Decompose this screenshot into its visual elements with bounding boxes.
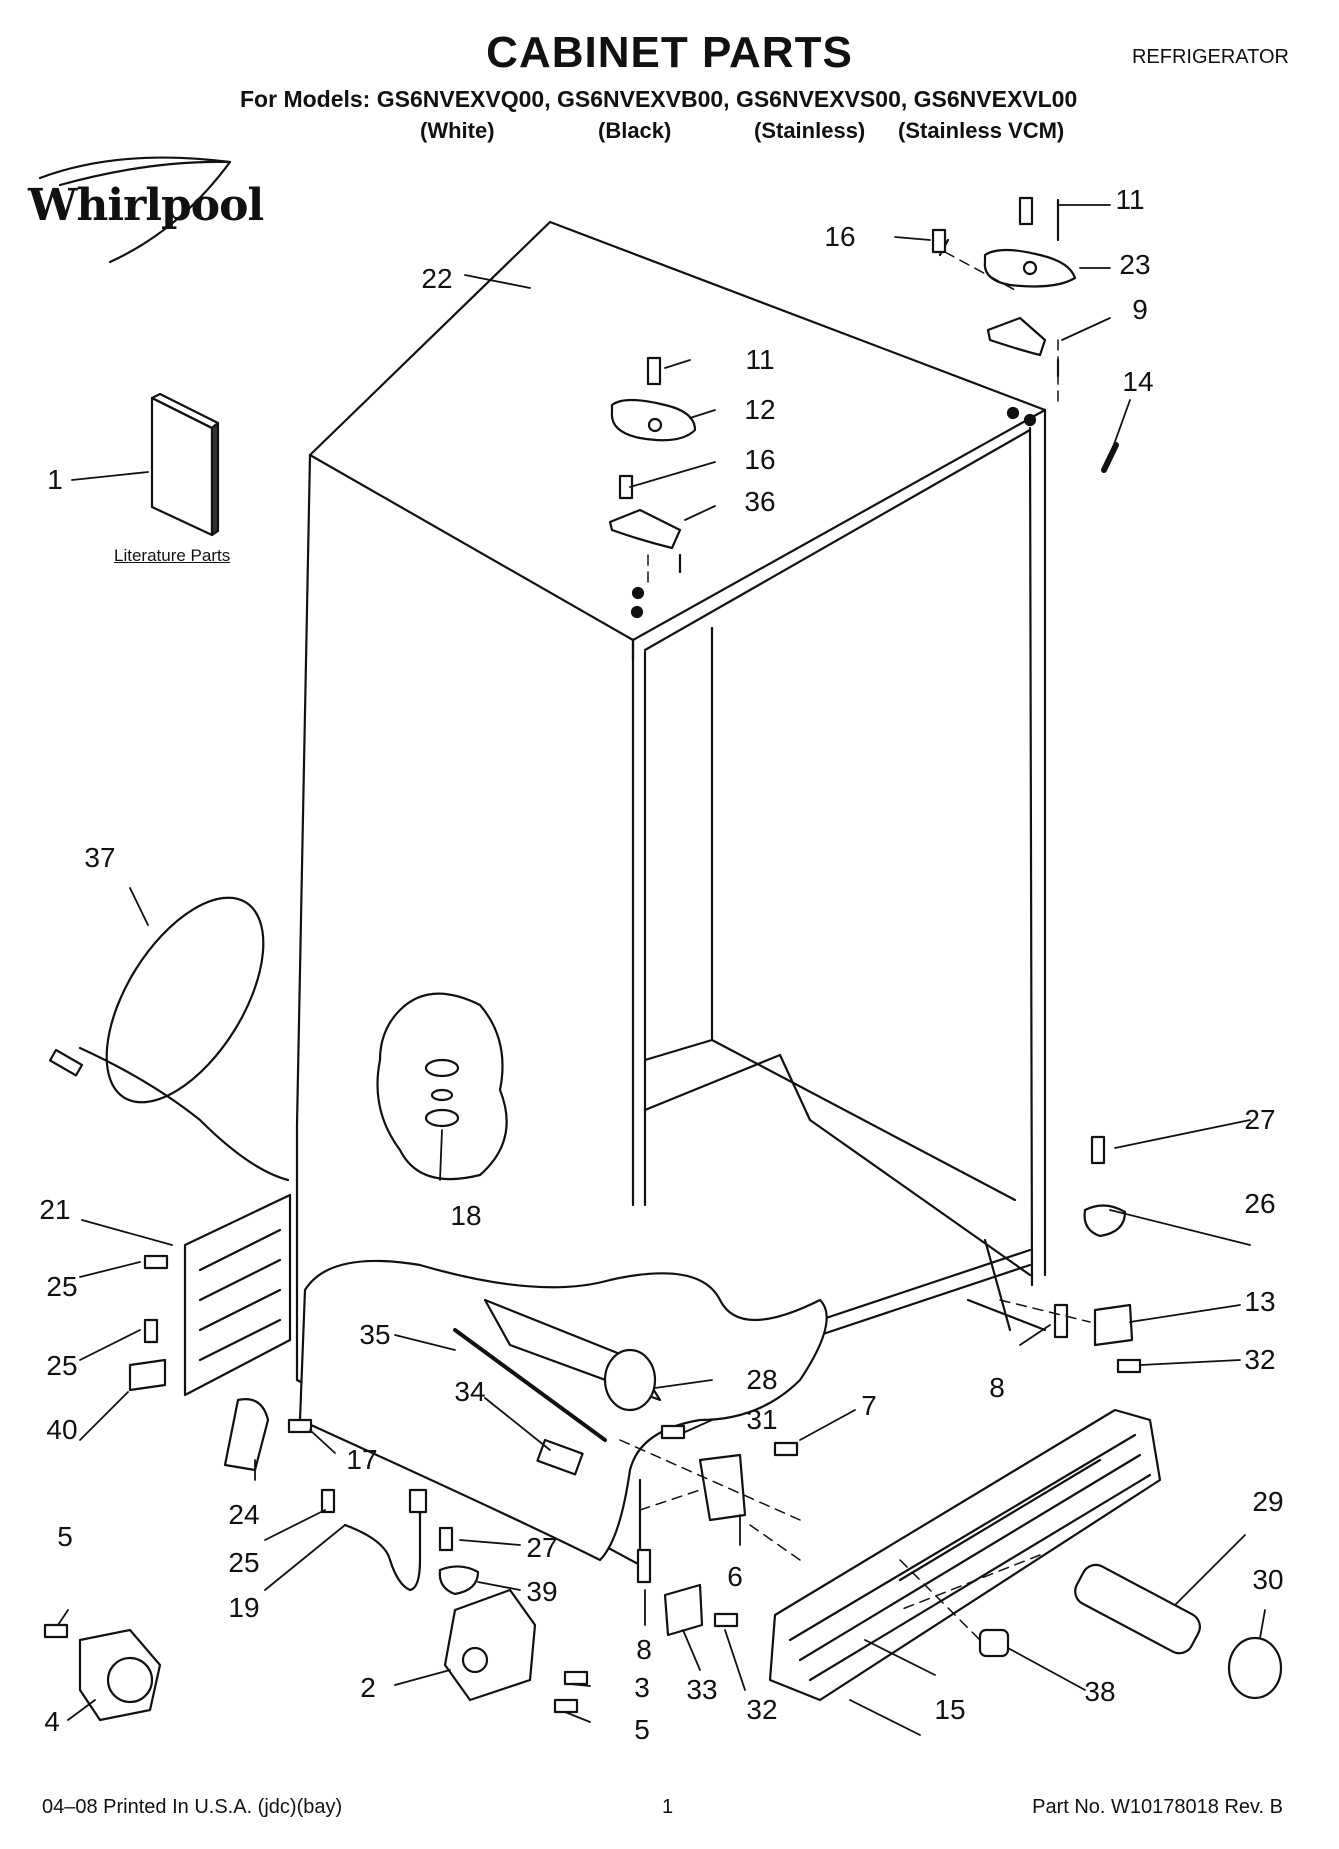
callout-19: 19 [228,1592,260,1623]
callout-16a: 16 [824,221,856,252]
callout-21: 21 [39,1194,71,1225]
top-hinge-icon [938,198,1077,378]
callout-30: 30 [1252,1564,1284,1595]
bracket-6-icon [698,1453,747,1522]
filter-cap-icon [1227,1636,1283,1700]
callout-25c: 25 [228,1547,260,1578]
callout-26: 26 [1244,1188,1276,1219]
callout-32b: 32 [746,1694,778,1725]
filter-bypass-icon [978,1628,1010,1658]
callout-8a: 8 [989,1372,1005,1403]
toe-grille-icon [768,1408,1162,1702]
callout-11b: 11 [745,344,775,375]
callout-25b: 25 [46,1350,78,1381]
bracket-24-icon [223,1398,270,1472]
callout-16b: 16 [744,444,776,475]
water-filter-icon [1074,1563,1201,1655]
page-title: CABINET PARTS [486,28,853,77]
callout-8b: 8 [636,1634,652,1665]
power-cord-icon [105,896,265,1104]
page-number: 1 [662,1796,674,1818]
print-info: 04–08 Printed In U.S.A. (jdc)(bay) [42,1796,343,1818]
literature-booklet-icon [150,392,220,537]
callout-35: 35 [359,1319,391,1350]
rear-vent-panel-icon [183,1193,292,1397]
callout-4: 4 [44,1706,60,1737]
logo-tail [108,160,232,264]
callout-18: 18 [450,1200,482,1231]
part-number: Part No. W10178018 Rev. B [1032,1796,1283,1818]
callout-25a: 25 [46,1271,78,1302]
callout-31: 31 [746,1404,778,1435]
literature-parts-label: Literature Parts [114,546,231,565]
models-line: For Models: GS6NVEXVQ00, GS6NVEXVB00, GS… [240,86,1078,112]
callout-2: 2 [360,1672,376,1703]
callout-22: 22 [421,263,453,294]
color-black: (Black) [598,118,672,143]
color-stainless: (Stainless) [754,118,866,143]
shim-8-icon [1053,1303,1069,1339]
bracket-33-icon [663,1583,704,1637]
callout-7: 7 [861,1390,877,1421]
appliance-category: REFRIGERATOR [1131,46,1289,68]
screw-icons [43,196,1142,1714]
callout-24: 24 [228,1499,260,1530]
callout-3: 3 [634,1672,650,1703]
hinge-bracket-icon [1093,1303,1134,1347]
callout-32a: 32 [1244,1344,1276,1375]
cam-39-icon [438,1565,480,1596]
callout-9: 9 [1132,294,1148,325]
callout-37: 37 [84,842,116,873]
callout-36: 36 [744,486,776,517]
callout-1: 1 [47,464,63,495]
callout-28: 28 [746,1364,778,1395]
logo-swoosh [38,156,232,187]
callout-14: 14 [1122,366,1154,397]
callout-34: 34 [454,1376,486,1407]
callout-6: 6 [727,1561,743,1592]
callout-40: 40 [46,1414,78,1445]
callout-33: 33 [686,1674,718,1705]
callout-38: 38 [1084,1676,1116,1707]
callout-5a: 5 [57,1521,73,1552]
hinge-cover-icon [608,398,697,574]
callout-12: 12 [744,394,776,425]
callout-39: 39 [526,1576,558,1607]
roller-assembly-icon [78,1628,162,1722]
color-white: (White) [420,118,495,143]
color-stainless-vcm: (Stainless VCM) [898,118,1065,143]
drain-fitting-callout-bubble [376,992,508,1181]
callout-27b: 27 [526,1532,558,1563]
cam-26-icon [1083,1204,1127,1238]
callout-11a: 11 [1115,184,1145,215]
callout-17: 17 [346,1444,378,1475]
water-tube-icon [343,1503,422,1592]
water-valve-icon [453,1298,662,1442]
whirlpool-logo: Whirlpool [28,180,264,231]
callout-13: 13 [1244,1286,1276,1317]
callout-15: 15 [934,1694,966,1725]
clamp-40-icon [128,1358,167,1392]
callout-23: 23 [1119,249,1151,280]
callout-29: 29 [1252,1486,1284,1517]
callout-5b: 5 [634,1714,650,1745]
lower-hinge-icon [443,1588,537,1702]
callout-27a: 27 [1244,1104,1276,1135]
pin-14-icon [1101,442,1119,473]
shim-8b-icon [636,1548,652,1584]
